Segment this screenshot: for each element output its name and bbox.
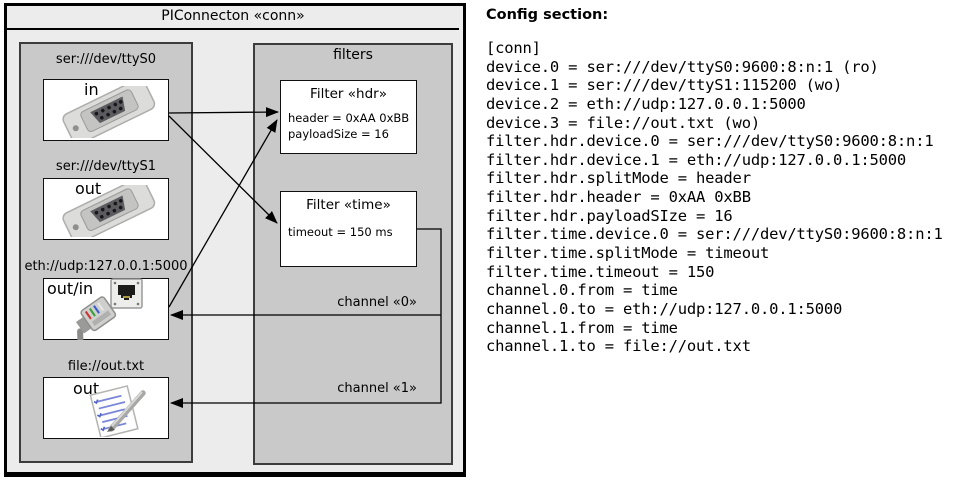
device-mode-label: out	[73, 379, 100, 398]
device-mode-label: out/in	[47, 279, 94, 298]
config-heading: Config section:	[486, 7, 609, 23]
ethernet-port-icon	[110, 278, 143, 309]
config-line: filter.hdr.header = 0xAA 0xBB	[486, 188, 751, 207]
config-line: filter.hdr.device.1 = eth://udp:127.0.0.…	[486, 150, 907, 169]
filter-time-title: Filter «time»	[306, 197, 391, 213]
channel-1-label: channel «1»	[337, 381, 417, 396]
filters-panel-title: filters	[333, 47, 373, 63]
config-line: device.1 = ser:///dev/ttyS1:115200 (wo)	[486, 76, 843, 95]
notepad-icon	[89, 385, 146, 437]
config-line: filter.time.device.0 = ser:///dev/ttyS0:…	[486, 225, 943, 244]
config-line: device.3 = file://out.txt (wo)	[486, 113, 760, 132]
device-mode-label: in	[84, 80, 99, 99]
serial-connector-icon	[62, 185, 156, 237]
config-line: filter.hdr.splitMode = header	[486, 169, 751, 188]
config-line: channel.1.from = time	[486, 318, 678, 337]
diagram-title: PIConnecton «conn»	[161, 8, 305, 24]
rj45-plug-icon	[75, 296, 117, 340]
filter-hdr-param: payloadSize = 16	[288, 127, 389, 141]
config-line: filter.time.splitMode = timeout	[486, 244, 770, 263]
config-line: [conn]	[486, 39, 541, 57]
filter-hdr-title: Filter «hdr»	[310, 86, 387, 102]
config-line: filter.time.timeout = 150	[486, 262, 715, 281]
config-line: channel.0.to = eth://udp:127.0.0.1:5000	[486, 299, 843, 318]
device-label-file: file://out.txt	[67, 359, 145, 374]
config-lines: [conn]device.0 = ser:///dev/ttyS0:9600:8…	[486, 39, 943, 356]
filter-time-param: timeout = 150 ms	[288, 225, 393, 239]
serial-connector-icon	[62, 86, 156, 138]
config-line: device.0 = ser:///dev/ttyS0:9600:8:n:1 (…	[486, 57, 879, 76]
config-line: channel.1.to = file://out.txt	[486, 337, 751, 356]
filter-hdr-box	[280, 80, 417, 154]
channel-0-label: channel «0»	[337, 295, 417, 310]
device-mode-label: out	[75, 179, 102, 198]
device-label-eth: eth://udp:127.0.0.1:5000	[24, 259, 188, 274]
device-label-ser0: ser:///dev/ttyS0	[55, 52, 157, 67]
config-line: device.2 = eth://udp:127.0.0.1:5000	[486, 94, 806, 113]
config-line: filter.hdr.device.0 = ser:///dev/ttyS0:9…	[486, 132, 934, 151]
config-line: filter.hdr.payloadSIze = 16	[486, 206, 733, 225]
filter-hdr-param: header = 0xAA 0xBB	[288, 111, 410, 125]
config-line: channel.0.from = time	[486, 281, 678, 300]
title-divider	[7, 28, 459, 30]
device-label-ser1: ser:///dev/ttyS1	[55, 159, 157, 174]
